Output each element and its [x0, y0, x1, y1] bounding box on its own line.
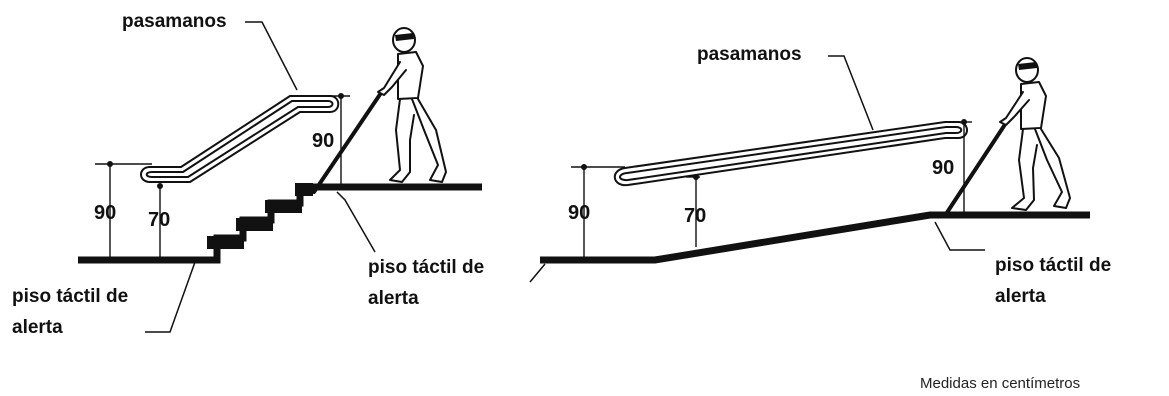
stair-tactile-right-leader — [336, 191, 376, 253]
units-footnote: Medidas en centímetros — [920, 375, 1080, 392]
stair-handrail-label: pasamanos — [122, 11, 227, 32]
stair-handrail — [140, 95, 340, 183]
stair-tactile-left-line1: piso táctil de — [12, 286, 128, 307]
ramp-dimensions — [571, 119, 972, 257]
ramp-handrail-label: pasamanos — [697, 44, 802, 65]
stair-tactile-left-line2: alerta — [12, 317, 63, 338]
ramp-handrail-leader — [828, 55, 874, 131]
stair-handrail-leader — [245, 21, 298, 91]
stair-tactile-right-line2: alerta — [368, 288, 419, 309]
stair-steps — [207, 183, 313, 249]
stair-dim-top: 90 — [312, 130, 334, 152]
ramp-handrail — [613, 121, 968, 187]
stair-tactile-left-leader — [145, 261, 196, 333]
stair-section: 90 70 90 pasamanos piso táctil de alerta… — [12, 11, 484, 338]
person-with-cane-icon — [312, 27, 447, 194]
stair-tactile-right-line1: piso táctil de — [368, 257, 484, 278]
stair-dimensions — [95, 93, 350, 257]
person-with-cane-icon — [944, 57, 1071, 216]
stair-dim-inner: 70 — [148, 209, 170, 231]
ramp-section: 90 70 90 pasamanos piso táctil de alerta — [529, 44, 1111, 307]
ramp-tactile-leader — [934, 221, 985, 251]
ramp-tactile-line1: piso táctil de — [995, 255, 1111, 276]
ramp-tactile-line2: alerta — [995, 286, 1046, 307]
stair-profile — [78, 183, 482, 264]
stair-dim-outer: 90 — [94, 202, 116, 224]
ramp-start-leader — [529, 263, 546, 283]
ramp-dim-outer: 90 — [568, 202, 590, 224]
ramp-dim-inner: 70 — [684, 205, 706, 227]
ramp-profile — [540, 211, 1090, 264]
ramp-dim-top: 90 — [932, 157, 954, 179]
